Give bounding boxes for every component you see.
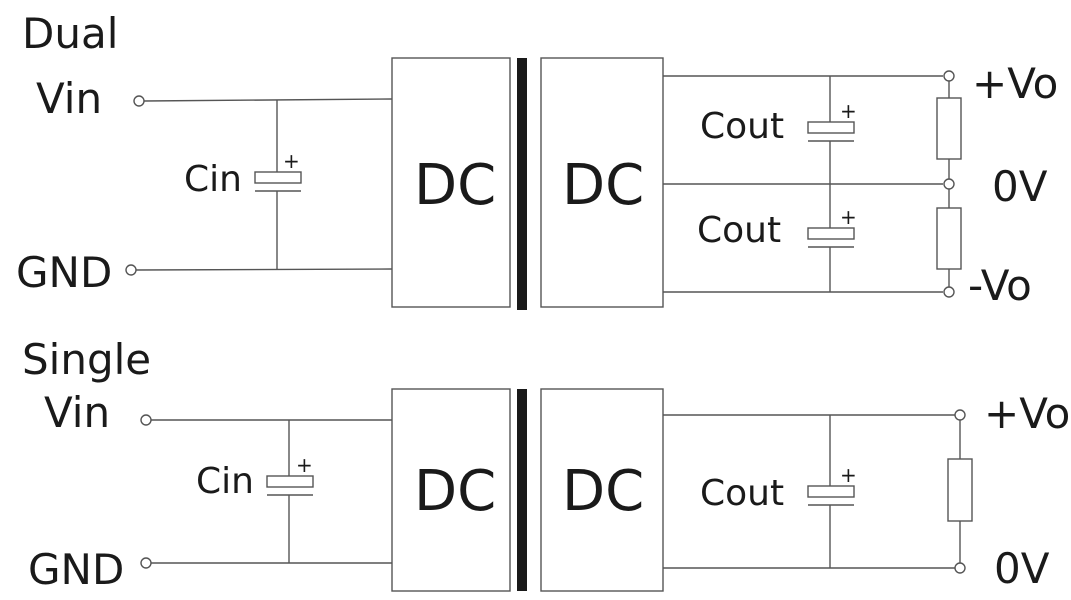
single-cout-label: Cout	[700, 473, 784, 514]
dual-cin-capacitor: +	[254, 100, 302, 269]
single-plus-vo-terminal	[954, 409, 966, 421]
dual-gnd-terminal	[125, 264, 137, 276]
dual-zero-v-label: 0V	[992, 162, 1048, 211]
dual-cout-top-plus: +	[840, 99, 857, 123]
single-dc-primary-box	[391, 388, 511, 592]
dual-cin-label: Cin	[184, 159, 242, 200]
single-cout-plus: +	[840, 463, 857, 487]
dual-dc-secondary-box	[540, 57, 664, 308]
dual-plus-vo-terminal	[943, 70, 955, 82]
single-title: Single	[22, 335, 151, 384]
dual-gnd-wire	[135, 268, 393, 271]
dual-dc-right-label: DC	[562, 153, 644, 218]
single-vin-label: Vin	[44, 388, 110, 437]
dual-cout-top-label: Cout	[700, 106, 784, 147]
single-dc-right-label: DC	[562, 459, 644, 524]
single-gnd-terminal	[140, 557, 152, 569]
single-cin-capacitor: +	[266, 420, 314, 563]
dual-vin-terminal	[133, 95, 145, 107]
dual-minus-vo-label: -Vo	[968, 261, 1032, 310]
dual-cout-bottom-capacitor: +	[807, 184, 857, 292]
single-cin-plus: +	[296, 453, 313, 477]
dual-vin-label: Vin	[36, 74, 102, 123]
dual-plus-vo-label: +Vo	[972, 59, 1058, 108]
dual-vin-wire	[143, 98, 393, 102]
dual-dc-primary-box	[391, 57, 511, 308]
dual-title: Dual	[22, 9, 118, 58]
dual-load-resistor-top	[936, 97, 962, 160]
single-cout-capacitor: +	[807, 415, 857, 568]
single-zero-v-label: 0V	[994, 544, 1050, 593]
dual-minus-vo-terminal	[943, 286, 955, 298]
single-dc-secondary-box	[540, 388, 664, 592]
dual-cout-bottom-plus: +	[840, 205, 857, 229]
single-vin-terminal	[140, 414, 152, 426]
dual-gnd-label: GND	[16, 248, 112, 297]
single-dc-left-label: DC	[414, 459, 496, 524]
dual-transformer-bar	[517, 58, 527, 310]
single-zero-v-terminal	[954, 562, 966, 574]
single-circuit: Single Vin GND + Cin DC DC	[22, 335, 1070, 594]
single-transformer-bar	[517, 389, 527, 591]
dual-cout-top-capacitor: +	[807, 76, 857, 184]
single-plus-vo-label: +Vo	[984, 389, 1070, 438]
single-load-resistor	[947, 458, 973, 522]
single-cin-label: Cin	[196, 461, 254, 502]
dual-circuit: Dual Vin GND + Cin DC DC	[16, 9, 1058, 310]
dual-dc-left-label: DC	[414, 153, 496, 218]
single-gnd-label: GND	[28, 545, 124, 594]
dual-cout-bottom-label: Cout	[697, 210, 781, 251]
dual-load-resistor-bottom	[936, 207, 962, 270]
dual-cin-plus: +	[283, 149, 300, 173]
dual-zero-v-terminal	[943, 178, 955, 190]
